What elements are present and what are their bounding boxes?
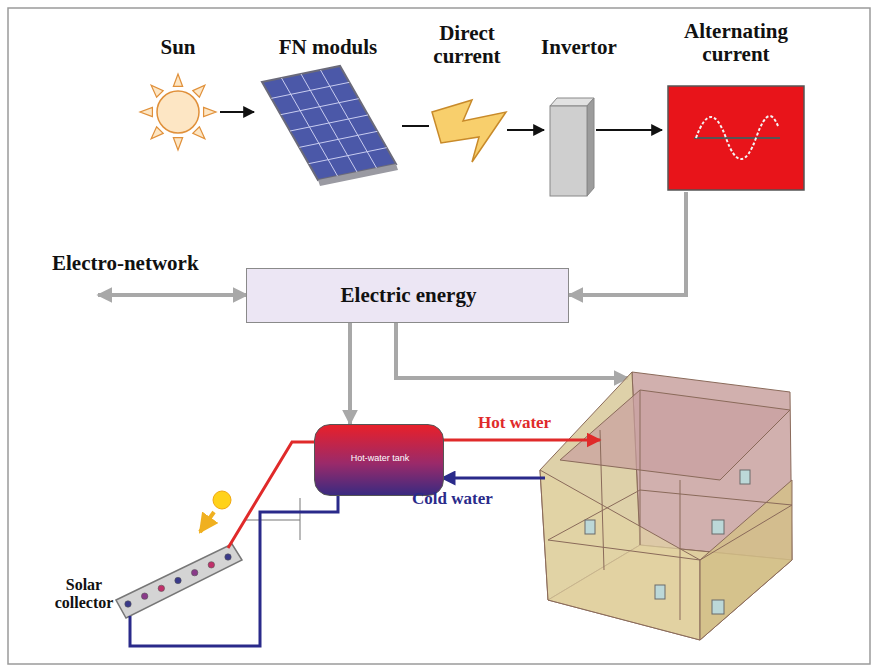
sun-ray [204,107,216,116]
node-label: Solar collector [44,576,124,611]
collector-tube [191,569,197,575]
sun-ray [173,74,182,86]
sun-ray [173,138,182,150]
grid-label: Electro-network [52,252,199,275]
node-label: FN moduls [254,36,402,59]
tank-label: Hot-water tank [315,454,445,464]
tank-node: Hot-water tank [314,424,444,496]
collector-tube [175,577,181,583]
connector [507,129,544,131]
connector [228,442,314,548]
frame [8,8,870,664]
ac-box [668,86,804,190]
flow-label: Cold water [412,490,493,509]
collector-tube [125,601,131,607]
collector-tube [208,562,214,568]
sun-icon [140,74,216,150]
lightning-icon [432,100,506,162]
icon-node: Sun [136,36,220,140]
invertor-box [550,98,594,196]
small-sun [200,491,231,532]
icon-node: Direct current [421,22,513,167]
cell-line [282,78,338,176]
pv-panel [262,66,398,186]
icon-node: Alternating current [662,20,810,192]
house-supply [396,323,628,378]
sun-ray [193,85,205,97]
collector-tube [141,593,147,599]
icon-node: FN moduls [254,36,402,186]
node-label: Alternating current [662,20,810,66]
connector [569,192,686,295]
icon-node: Invertor [534,36,624,198]
node-label: Direct current [421,22,513,68]
sun-ray [193,127,205,139]
house [540,372,792,640]
cell-line [321,70,377,168]
grid-link [98,295,247,296]
connector [220,111,254,113]
energy-box: Electric energy [246,268,569,323]
sun-ray [151,127,163,139]
icon-node: Solar collector [44,532,244,630]
flow-label: Hot water [478,414,551,433]
collector-tube [158,585,164,591]
hot-water-pipe [441,440,600,441]
cell-line [301,74,357,172]
collector-icon [116,498,300,618]
collector-tube [225,554,231,560]
connector [130,496,338,646]
cold-water-pipe [442,478,545,479]
connector [402,125,429,127]
connector [596,129,662,131]
sun-ray [151,85,163,97]
node-label: Invertor [534,36,624,59]
node-label: Sun [136,36,220,59]
node-label: Electric energy [247,284,570,307]
sun-ray [140,107,152,116]
connector [348,323,352,424]
